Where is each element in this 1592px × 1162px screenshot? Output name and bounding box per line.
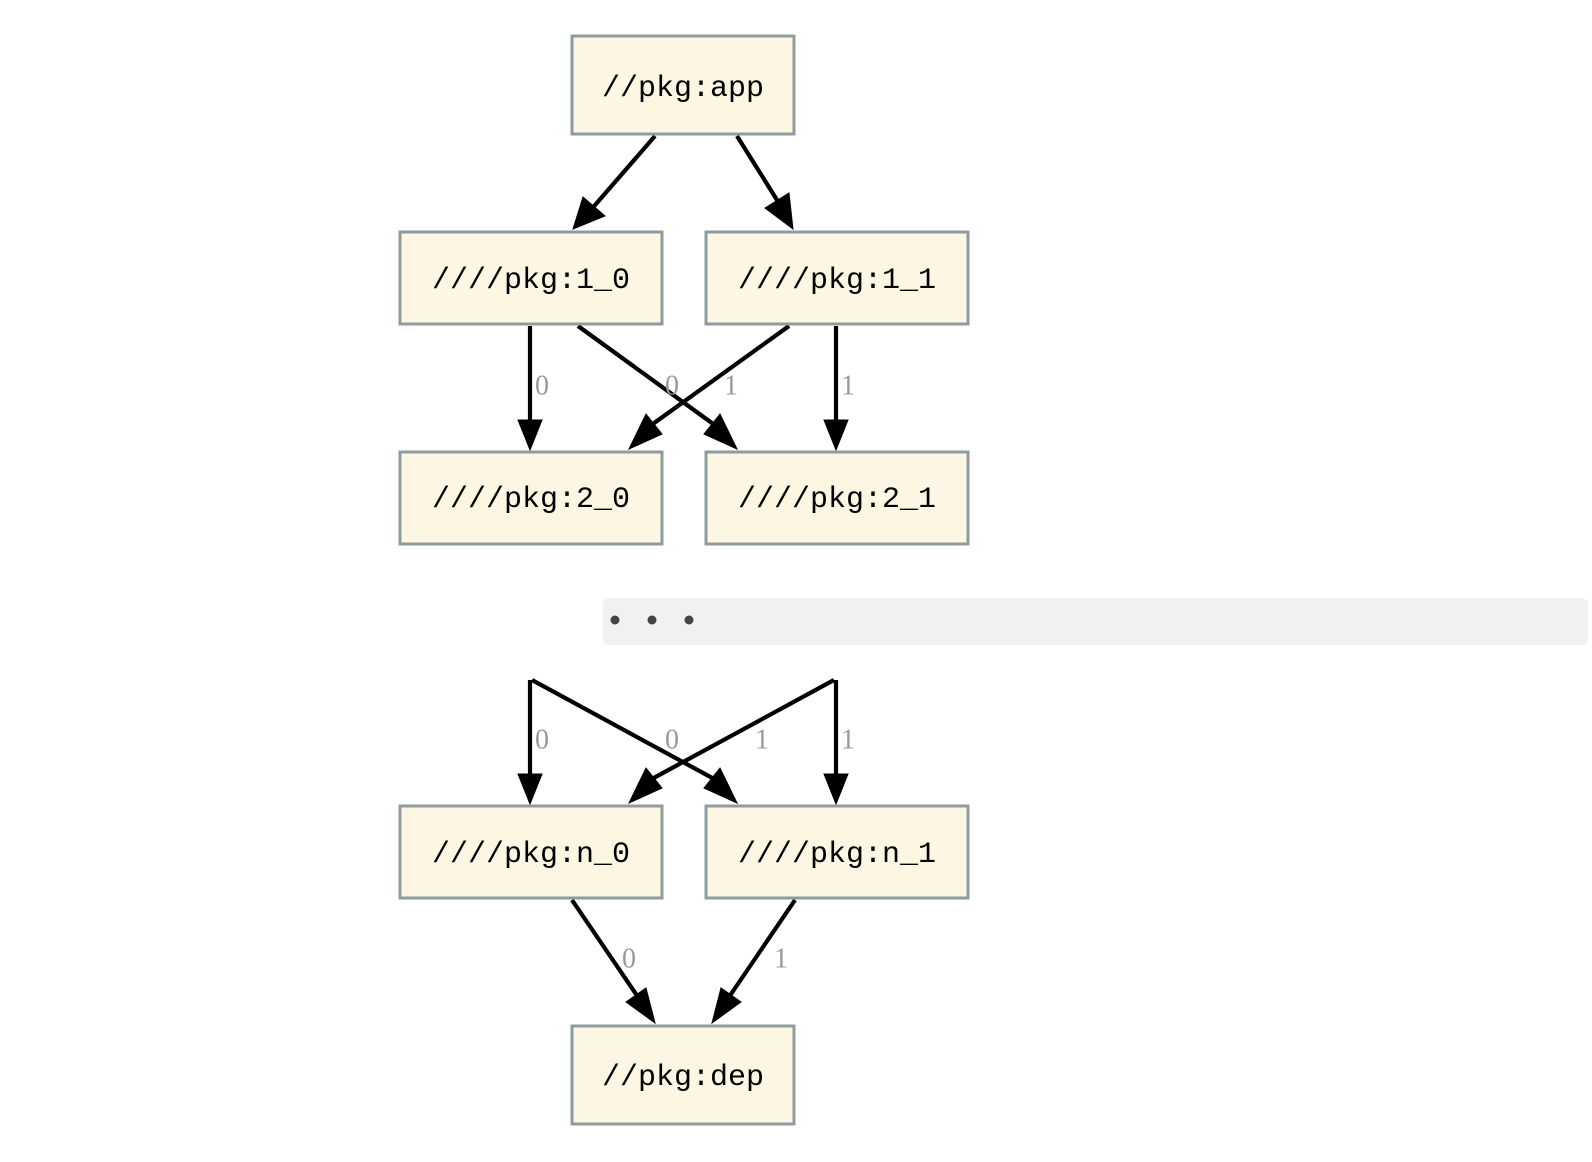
edge-app-to-1_1: [735, 134, 794, 231]
node-dep-label: //pkg:dep: [602, 1061, 764, 1095]
edge-label-lower-1a: 1: [755, 724, 769, 755]
node-pkg-1_1-label: ////pkg:1_1: [738, 264, 936, 298]
node-pkg-1_1-box[interactable]: [704, 230, 970, 326]
node-pkg-2_1[interactable]: ////pkg:2_1: [704, 450, 970, 546]
node-pkg-n_1[interactable]: ////pkg:n_1: [704, 804, 970, 900]
edge-label-upper-1b: 1: [841, 370, 855, 401]
node-pkg-1_0-label: ////pkg:1_0: [432, 264, 630, 298]
node-pkg-1_0[interactable]: ////pkg:1_0: [398, 230, 664, 326]
node-pkg-2_0-label: ////pkg:2_0: [432, 483, 630, 517]
edge-app-to-1_0: [572, 134, 657, 230]
ellipsis-separator: [603, 598, 1588, 645]
node-pkg-n_0[interactable]: ////pkg:n_0: [398, 804, 664, 900]
node-pkg-n_1-box[interactable]: [704, 804, 970, 900]
node-pkg-n_1-label: ////pkg:n_1: [738, 838, 936, 872]
node-pkg-2_0[interactable]: ////pkg:2_0: [398, 450, 664, 546]
node-pkg-2_1-box[interactable]: [704, 450, 970, 546]
edge-label-lower-1b: 1: [841, 724, 855, 755]
ellipsis-band-background: [603, 598, 1588, 645]
node-pkg-1_0-box[interactable]: [398, 230, 664, 326]
edge-label-bottom-0: 0: [622, 943, 636, 974]
edge-label-upper-0b: 0: [665, 370, 679, 401]
node-app-label: //pkg:app: [602, 72, 764, 106]
edge-1_1-to-2_1: 1: [823, 326, 855, 452]
edge-above-to-n_1-straight: 1: [823, 680, 855, 806]
node-pkg-n_0-box[interactable]: [398, 804, 664, 900]
edge-label-upper-1a: 1: [724, 370, 738, 401]
ellipsis-dot-2: [647, 615, 657, 625]
edge-label-upper-0a: 0: [535, 370, 549, 401]
edge-1_1-to-2_0: 1: [627, 324, 791, 451]
node-dep[interactable]: //pkg:dep: [570, 1024, 796, 1126]
edge-above-to-n_0-diagonal: 1: [627, 678, 836, 805]
node-pkg-2_0-box[interactable]: [398, 450, 664, 546]
node-app-box[interactable]: [570, 34, 796, 136]
edge-above-to-n_1-diagonal: 0: [530, 678, 739, 805]
edge-above-to-n_0-straight: 0: [517, 680, 549, 806]
node-app[interactable]: //pkg:app: [570, 34, 796, 136]
ellipsis-dot-1: [610, 615, 620, 625]
edge-label-lower-0a: 0: [535, 724, 549, 755]
node-dep-box[interactable]: [570, 1024, 796, 1126]
node-pkg-n_0-label: ////pkg:n_0: [432, 838, 630, 872]
edge-1_0-to-2_1: 0: [576, 324, 739, 451]
ellipsis-dot-3: [684, 615, 694, 625]
edge-label-lower-0b: 0: [665, 724, 679, 755]
edge-n_0-to-dep: 0: [570, 898, 656, 1025]
node-pkg-1_1[interactable]: ////pkg:1_1: [704, 230, 970, 326]
edge-label-bottom-1: 1: [774, 943, 788, 974]
node-pkg-2_1-label: ////pkg:2_1: [738, 483, 936, 517]
edge-n_1-to-dep: 1: [711, 898, 797, 1025]
edge-1_0-to-2_0: 0: [517, 326, 549, 452]
